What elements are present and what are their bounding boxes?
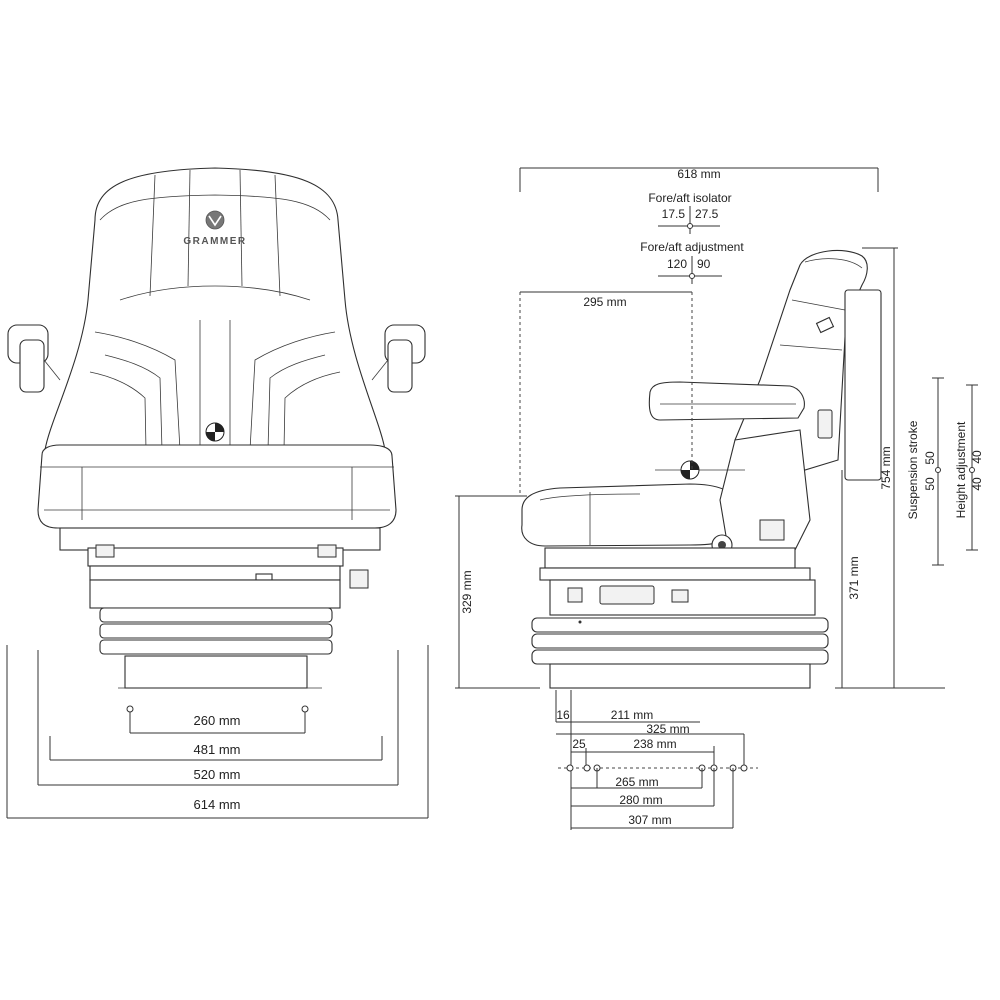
dim-754: 754 mm <box>862 247 898 688</box>
dim-295: 295 mm <box>519 291 693 495</box>
suspension-stroke-label: Suspension stroke <box>906 420 920 519</box>
dim-754-label: 754 mm <box>879 446 893 489</box>
height-adjustment: Height adjustment 40 40 <box>954 384 984 551</box>
fore-aft-adjustment-left: 120 <box>667 257 687 271</box>
dim-325-label: 325 mm <box>646 722 689 736</box>
side-center-of-gravity-icon <box>655 460 745 480</box>
suspension-stroke-bottom: 50 <box>923 477 937 491</box>
dim-520-label: 520 mm <box>194 767 241 782</box>
fore-aft-adjustment-title: Fore/aft adjustment <box>640 240 744 254</box>
dim-280-label: 280 mm <box>619 793 662 807</box>
dim-618: 618 mm <box>519 167 879 192</box>
fore-aft-adjustment-right: 90 <box>697 257 711 271</box>
dim-329: 329 mm <box>455 495 540 689</box>
grammer-logo: GRAMMER <box>183 210 246 247</box>
front-bellows <box>89 579 341 713</box>
height-adjustment-top: 40 <box>970 450 984 464</box>
side-armrest <box>648 381 805 421</box>
side-view: 618 mm Fore/aft isolator 17.5 27.5 Fore/… <box>455 167 984 830</box>
dim-329-label: 329 mm <box>460 570 474 613</box>
dim-614-label: 614 mm <box>194 797 241 812</box>
fore-aft-isolator: Fore/aft isolator 17.5 27.5 <box>648 191 732 234</box>
brand-text: GRAMMER <box>183 236 246 247</box>
front-dimensions: 260 mm 481 mm 520 mm 614 mm <box>6 645 429 819</box>
front-right-armrest <box>371 324 426 393</box>
fore-aft-isolator-left: 17.5 <box>662 207 686 221</box>
dim-371: 371 mm <box>835 470 945 689</box>
side-mechanism <box>539 429 816 616</box>
front-mechanism <box>59 527 381 589</box>
dim-307-label: 307 mm <box>628 813 671 827</box>
center-of-gravity-icon <box>205 422 225 442</box>
dim-16-label: 16 <box>556 708 570 722</box>
dim-295-label: 295 mm <box>583 295 626 309</box>
dim-211-label: 211 mm <box>611 708 653 722</box>
height-adjustment-label: Height adjustment <box>954 421 968 518</box>
side-bellows <box>531 617 829 689</box>
front-view: GRAMMER <box>6 167 429 819</box>
front-left-armrest <box>7 324 61 393</box>
side-base-dimensions: 16 211 mm 325 mm 25 238 mm 265 mm <box>555 690 758 830</box>
front-seat-cushion <box>37 444 397 529</box>
dim-481-label: 481 mm <box>194 742 241 757</box>
fore-aft-adjustment: Fore/aft adjustment 120 90 <box>640 240 744 284</box>
height-adjustment-bottom: 40 <box>970 477 984 491</box>
dim-371-label: 371 mm <box>847 556 861 599</box>
dim-238-label: 238 mm <box>633 737 676 751</box>
front-backrest <box>44 167 386 451</box>
side-seat-cushion <box>521 483 741 547</box>
suspension-stroke: Suspension stroke 50 50 <box>906 377 944 566</box>
fore-aft-isolator-title: Fore/aft isolator <box>648 191 731 205</box>
dim-25-label: 25 <box>572 737 586 751</box>
fore-aft-isolator-right: 27.5 <box>695 207 719 221</box>
suspension-stroke-top: 50 <box>923 451 937 465</box>
dim-265-label: 265 mm <box>615 775 658 789</box>
dim-618-label: 618 mm <box>677 167 720 181</box>
dim-260-label: 260 mm <box>194 713 241 728</box>
